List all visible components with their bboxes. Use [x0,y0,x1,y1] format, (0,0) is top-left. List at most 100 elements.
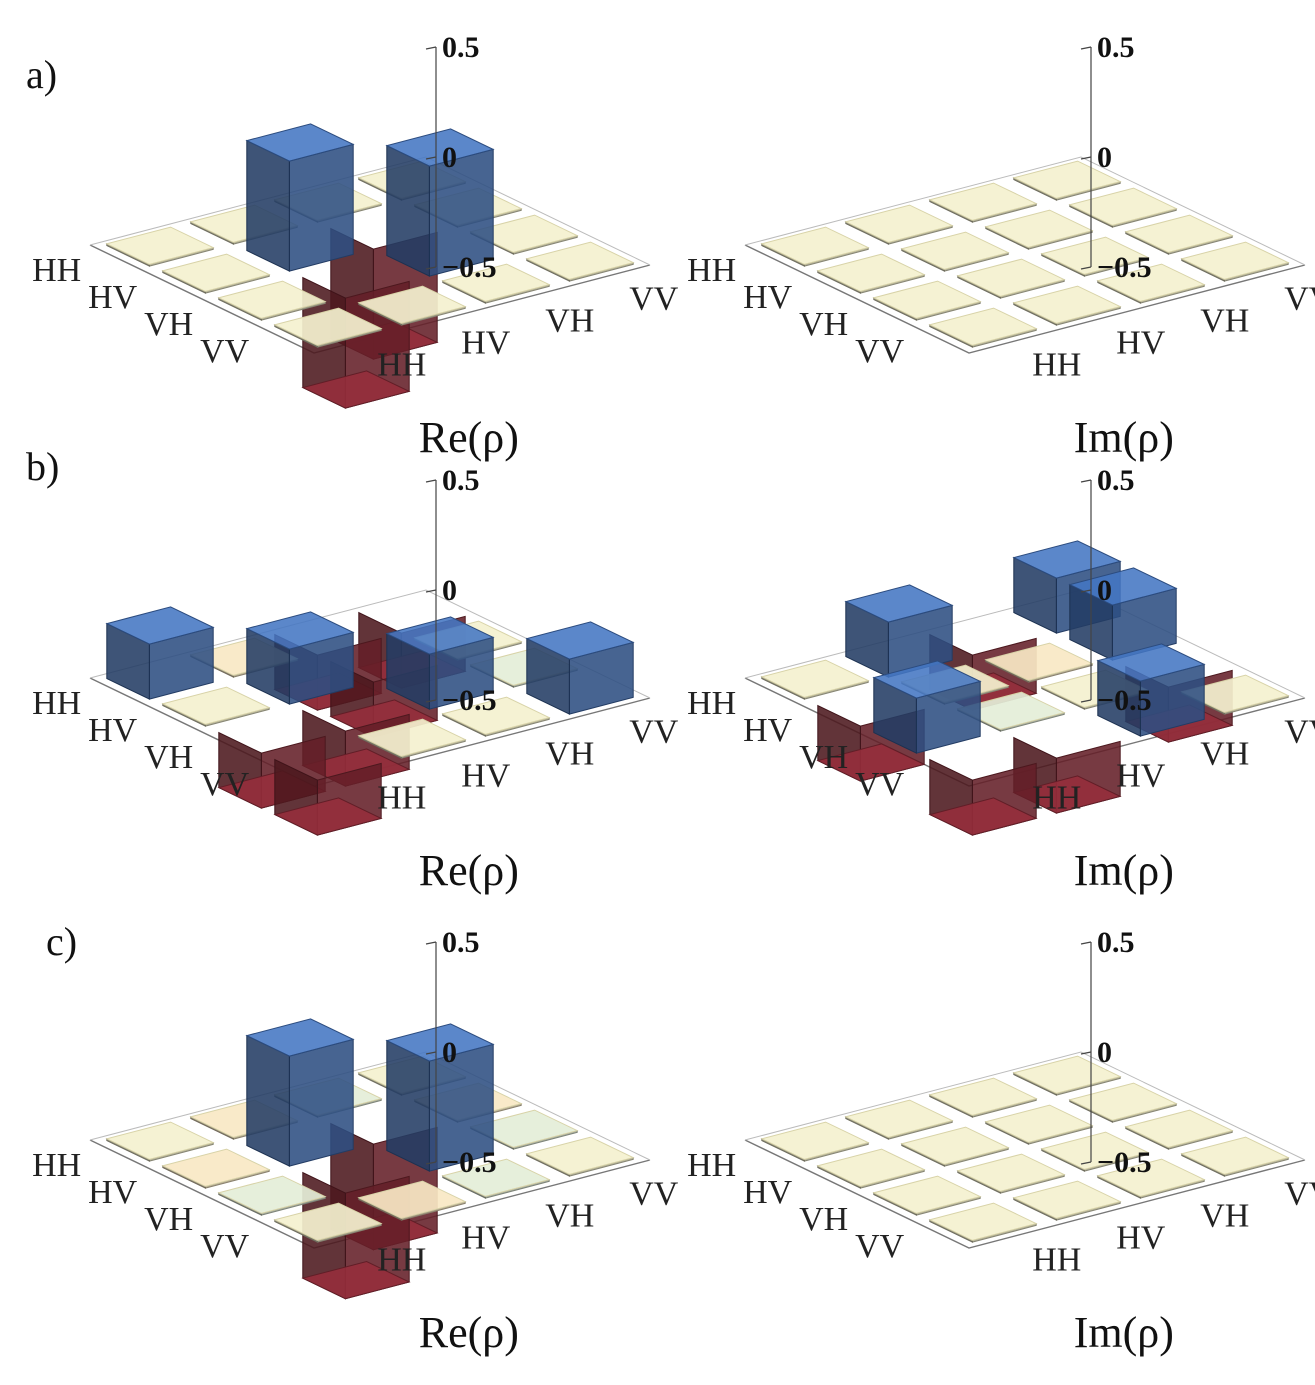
bar-face-top [872,660,982,699]
bar-face-top [900,231,1010,270]
z-tick-label: 0 [1097,574,1112,607]
row-label-VV: VV [855,333,905,370]
bar-VV-HH [273,1202,383,1243]
bar-face-top [900,1126,1010,1165]
bar-face-top [105,226,215,265]
row-label-HV: HV [88,279,138,316]
bar-face-top [357,285,467,324]
bar-HH-VV [1012,1055,1122,1096]
bar-VV-HH [273,307,383,348]
col-label-HH: HH [1032,1241,1081,1278]
bar-face-top [245,1018,355,1057]
bar-VV-VH [441,263,551,304]
bar-face-top [844,204,954,243]
bar-HV-HH [161,1148,271,1189]
row-label-VV: VV [855,766,905,803]
bar-face-top [872,280,982,319]
bar-face-top [161,253,271,292]
bar-face-top [1068,567,1178,606]
bar-HV-HV [900,231,1010,272]
bar-face-top [161,1148,271,1187]
bar-face-top [984,209,1094,248]
bar-face-top [245,123,355,162]
col-label-VH: VH [545,302,594,339]
plot-title: Re(ρ) [419,413,519,462]
z-tick-label: 0 [1097,141,1112,174]
bar-HH-HH [105,226,215,267]
bar-HH-HH [760,659,870,700]
floor-edge [744,244,1306,354]
z-tick-mark [425,941,437,945]
bar-HV-HH [161,686,271,727]
bar-face-top [1096,263,1206,302]
bar-face-top [357,1180,467,1219]
z-tick-label: −0.5 [1097,251,1152,284]
bar-HH-VH [928,1077,1038,1118]
bar-face-front [288,143,354,272]
plot-title: Re(ρ) [419,846,519,895]
z-tick-label: 0.5 [442,926,480,959]
floor-back-edge [744,156,1306,266]
bar-HV-HH [816,253,926,294]
col-label-HV: HV [461,324,511,361]
bar-face-top [1180,241,1290,280]
bar-VH-VV [469,214,579,255]
bar-VV-HV [1012,285,1122,326]
col-label-HH: HH [377,346,426,383]
bar-face-top [273,1202,383,1241]
z-tick-label: 0 [442,574,457,607]
col-label-HV: HV [1116,1219,1166,1256]
row-label-HH: HH [32,685,81,722]
row-label-HH: HH [32,1147,81,1184]
bar-face-top [1012,540,1122,579]
row-label-HV: HV [743,1174,793,1211]
bar-face-top [1012,1180,1122,1219]
z-tick-mark [1080,266,1092,270]
bar-face-front [288,1038,354,1167]
bar-face-top [760,1121,870,1160]
bar-VV-VH [1096,263,1206,304]
bar-VH-HH [217,1175,327,1216]
plot-title: Im(ρ) [1074,413,1174,462]
row-label-HH: HH [687,252,736,289]
bar-face-top [161,686,271,725]
bar-VH-VH [385,616,495,710]
z-tick-mark [425,46,437,50]
bar-VV-VH [1096,643,1206,737]
z-tick-label: −0.5 [1097,1146,1152,1179]
z-tick-mark [1080,1161,1092,1165]
bar-face-side [386,1039,430,1172]
z-tick-label: 0.5 [1097,926,1135,959]
row-label-HV: HV [88,1174,138,1211]
bar-face-top [273,307,383,346]
z-tick-mark [425,1161,437,1165]
bar-face-top [984,642,1094,681]
bar-HH-HH [105,606,215,700]
bar-face-top [1124,214,1234,253]
bar-face-top [441,263,551,302]
bar-HH-VH [928,182,1038,223]
col-label-VV: VV [1284,713,1315,750]
bar-VH-VH [385,128,495,277]
bar-face-top [928,1202,1038,1241]
bar-HV-HV [245,611,355,705]
bar-face-top [872,1175,982,1214]
bar-face-top [1040,1131,1150,1170]
bar-face-top [760,226,870,265]
plot-title: Re(ρ) [419,1308,519,1357]
bar-face-top [1096,643,1206,682]
bar-face-side [246,1034,290,1167]
bar-VV-VV [1180,241,1290,282]
bar-VH-VH [1040,236,1150,277]
bar-HV-HH [816,1148,926,1189]
bar-face-top [928,797,1038,836]
row-label-HH: HH [32,252,81,289]
col-label-VV: VV [629,280,679,317]
bar-face-top [273,797,383,836]
bar-VH-HV [956,258,1066,299]
